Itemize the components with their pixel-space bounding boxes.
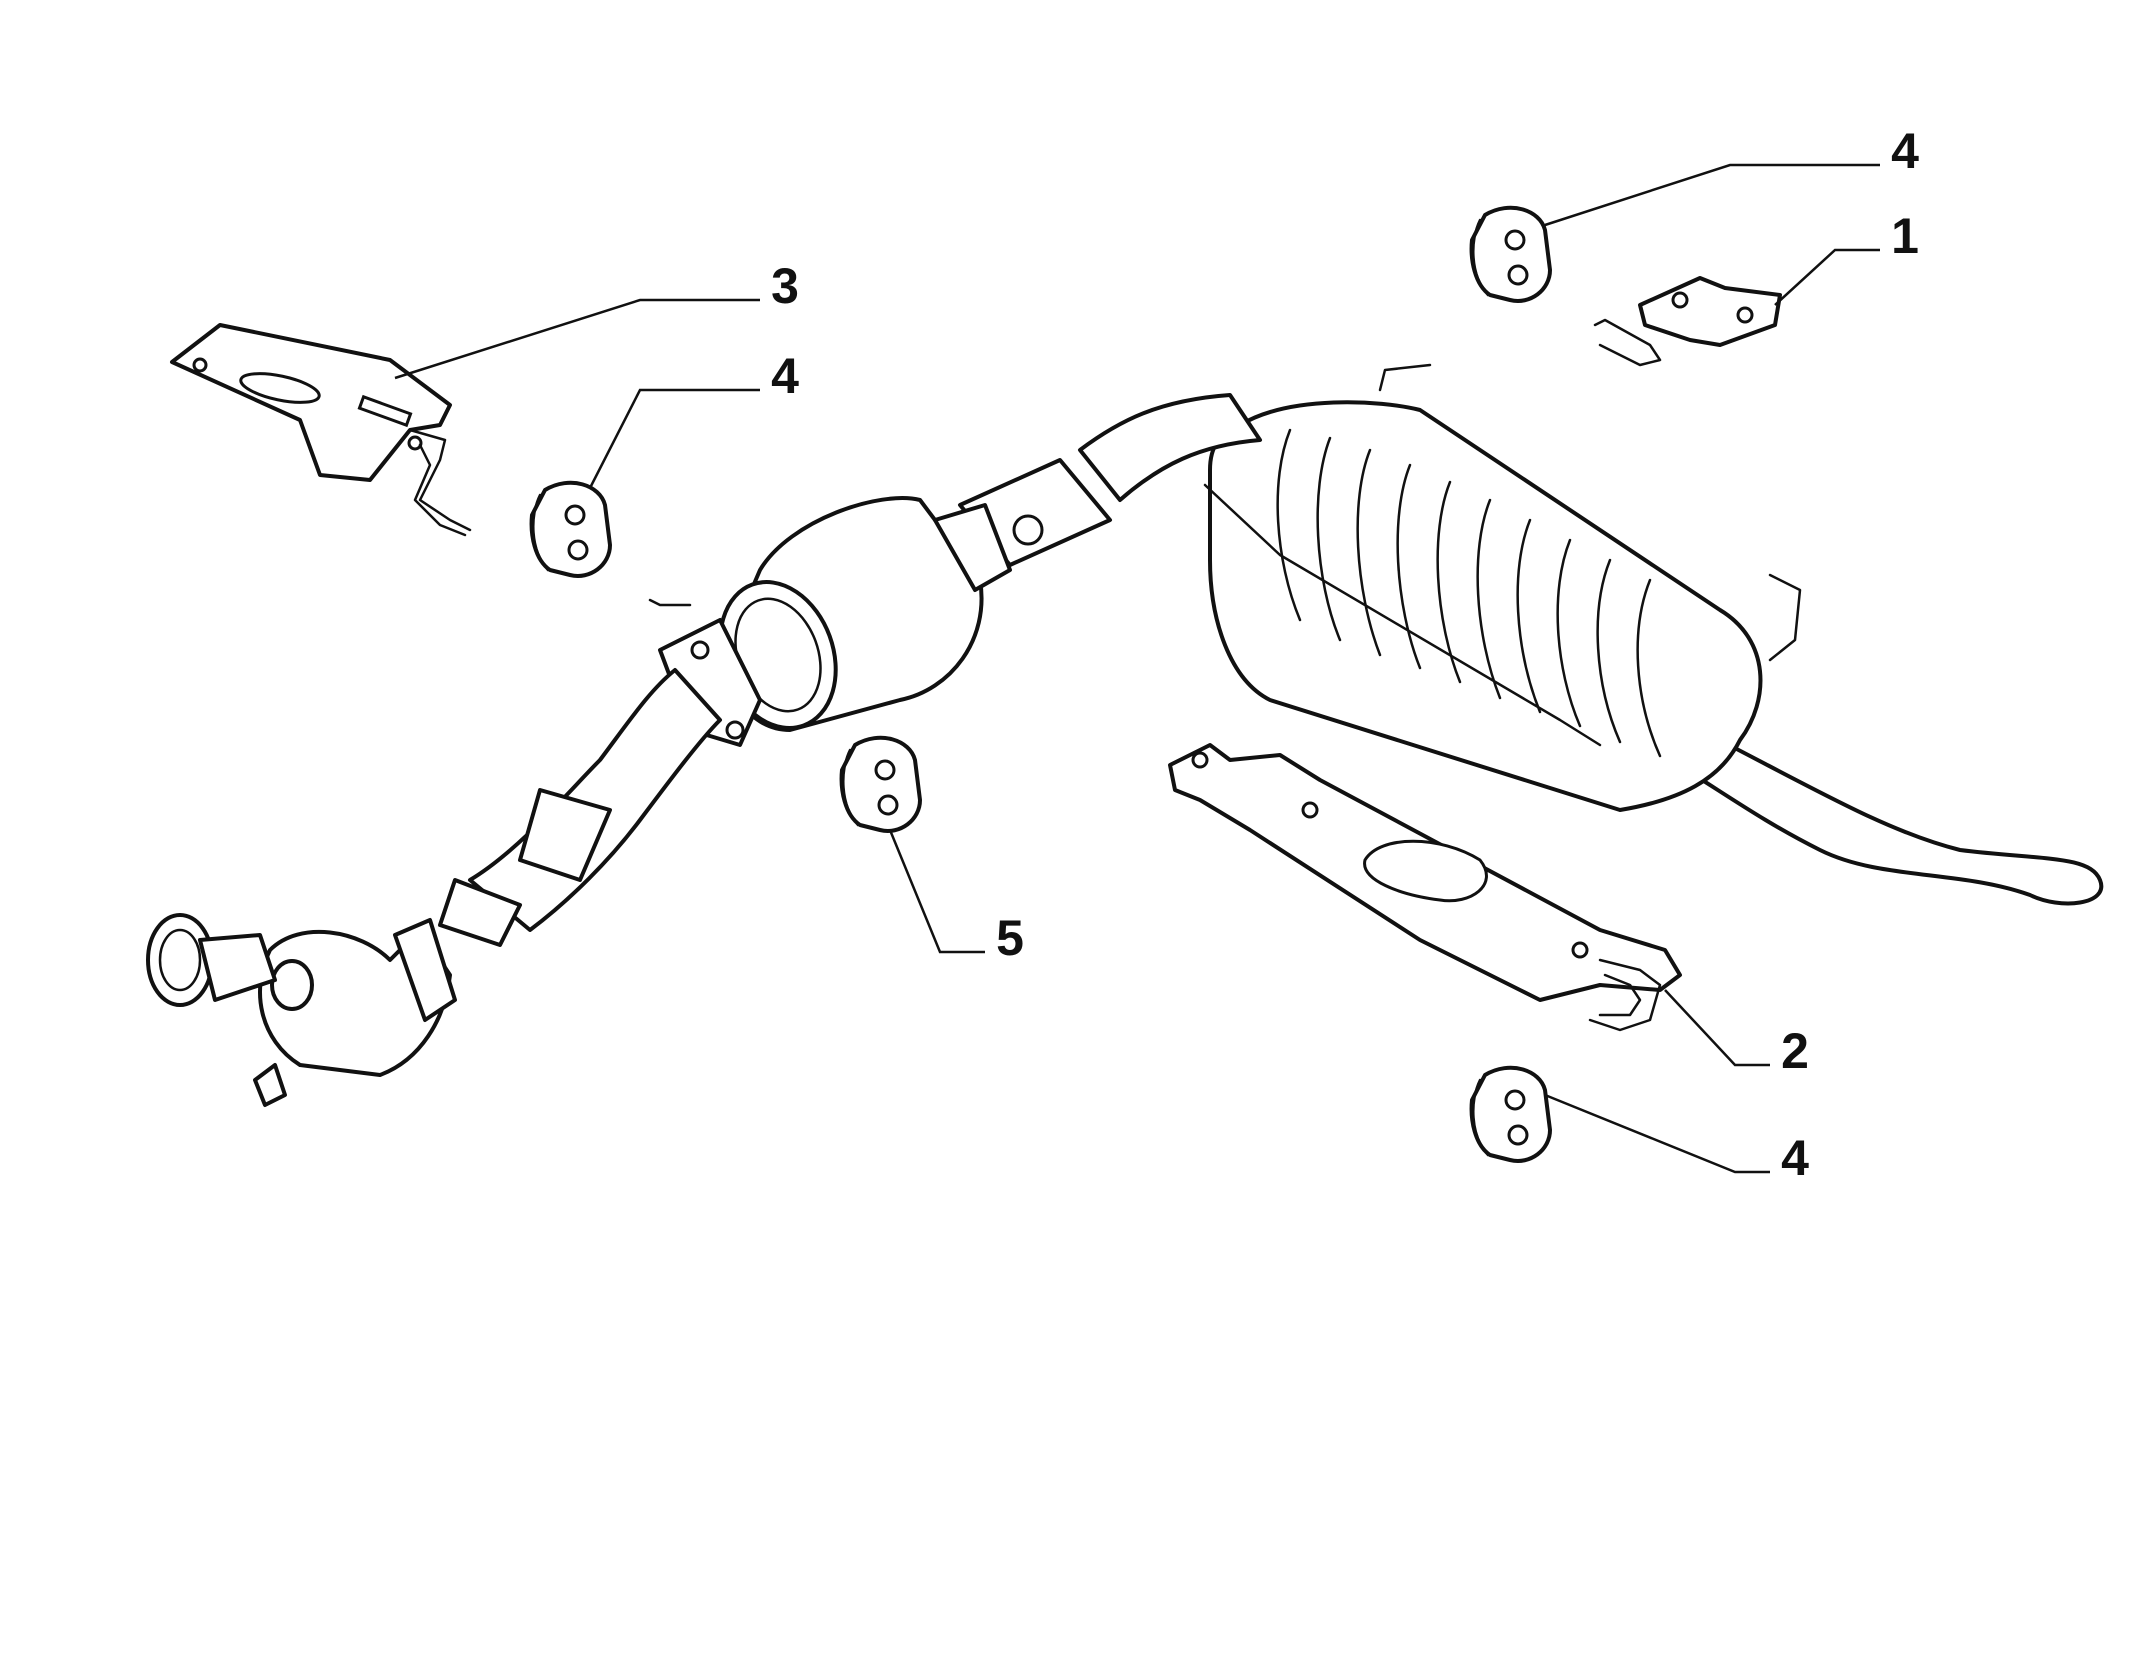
rubber-mount-bottom (1469, 1065, 1552, 1163)
callout-labels: 4 1 3 4 5 2 4 (771, 123, 1919, 1186)
rubber-mount-left (529, 480, 612, 578)
callout-1: 1 (1891, 208, 1919, 264)
callout-3: 3 (771, 258, 799, 314)
rubber-mount-top (1469, 205, 1552, 303)
hanger-bracket-part-1 (1593, 276, 1782, 367)
exhaust-pipe-assembly (146, 363, 2104, 1107)
callout-5: 5 (996, 910, 1024, 966)
mounting-bracket-part-2 (1168, 743, 1682, 1032)
mounting-bracket-part-3 (170, 323, 472, 537)
callout-2: 2 (1781, 1023, 1809, 1079)
callout-4-bottom: 4 (1781, 1130, 1809, 1186)
leader-lines (394, 163, 1880, 1174)
callout-4-left: 4 (771, 348, 799, 404)
muffler-ribs (1276, 428, 1662, 758)
rubber-mount-part-5 (839, 735, 922, 833)
callout-4-top: 4 (1891, 123, 1919, 179)
